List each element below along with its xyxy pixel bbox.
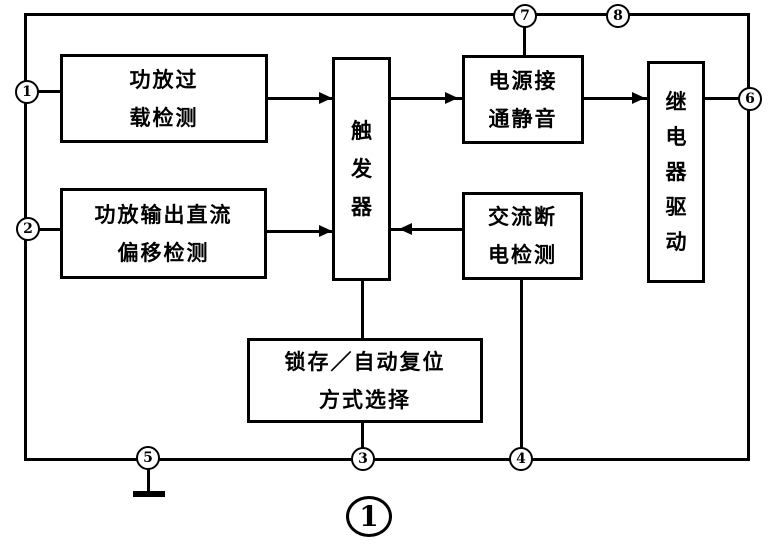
- pin-6: 6: [738, 87, 762, 111]
- wire-dc-offset-to-trigger: [267, 230, 332, 233]
- block-label-line: 动: [665, 229, 687, 254]
- pin-7: 7: [513, 4, 537, 28]
- wire-trigger-to-latch-select: [361, 279, 364, 340]
- arrowhead-from-ac-outage-icon: [399, 223, 412, 235]
- block-label-line: 电源接: [488, 68, 558, 93]
- arrowhead-into-trigger-lower-icon: [319, 225, 332, 237]
- block-label-line: 载检测: [129, 105, 199, 130]
- block-label-line: 继: [665, 89, 687, 114]
- block-relay-drive: 继 电 器 驱 动: [647, 61, 705, 283]
- block-label-line: 器: [351, 195, 372, 219]
- arrowhead-into-power-on-mute-icon: [445, 92, 458, 104]
- block-label-line: 器: [665, 159, 687, 184]
- block-label-line: 通静音: [488, 106, 558, 131]
- block-trigger: 触 发 器: [332, 57, 391, 281]
- block-label-line: 交流断: [488, 205, 557, 229]
- pin-2: 2: [16, 217, 40, 241]
- ground-stem: [147, 469, 150, 492]
- block-amp-overload-detect: 功放过 载检测: [60, 54, 268, 143]
- block-label-line: 锁存／自动复位: [284, 349, 446, 374]
- block-label-line: 偏移检测: [117, 240, 210, 265]
- block-label-line: 发: [351, 157, 372, 181]
- wire-trigger-to-power-on-mute: [391, 97, 462, 100]
- wire-ac-outage-to-trigger: [391, 228, 462, 231]
- pin-4: 4: [509, 447, 533, 471]
- block-label-line: 电: [665, 124, 687, 149]
- block-label-line: 电检测: [488, 243, 557, 267]
- block-label-line: 方式选择: [319, 387, 411, 412]
- pin-5: 5: [136, 446, 160, 470]
- wire-relay-drive-to-pin6: [705, 97, 740, 100]
- pin-8: 8: [606, 4, 630, 28]
- block-label-line: 驱: [665, 194, 687, 219]
- ground-icon: [133, 491, 165, 497]
- block-label-line: 触: [351, 119, 372, 143]
- arrowhead-into-trigger-upper-icon: [319, 92, 332, 104]
- wire-pin2-to-dc-offset: [38, 228, 61, 231]
- pin-1: 1: [15, 80, 39, 104]
- pin-3: 3: [351, 447, 375, 471]
- block-label-line: 功放输出直流: [94, 202, 233, 227]
- arrowhead-into-relay-drive-icon: [632, 92, 645, 104]
- wire-latch-select-to-pin3: [361, 421, 364, 449]
- wire-pin1-to-amp-overload: [38, 90, 61, 93]
- block-label-line: 功放过: [129, 67, 199, 92]
- block-dc-offset-detect: 功放输出直流 偏移检测: [60, 188, 267, 279]
- block-power-on-mute: 电源接 通静音: [462, 55, 584, 144]
- block-latch-auto-reset-select: 锁存／自动复位 方式选择: [247, 338, 483, 423]
- wire-amp-overload-to-trigger: [268, 97, 332, 100]
- wire-pin7-to-power-on-mute: [523, 27, 526, 56]
- wire-power-on-mute-to-relay-drive: [584, 97, 647, 100]
- wire-pin4-to-ac-outage: [520, 278, 523, 449]
- figure-number: 1: [346, 496, 392, 537]
- block-ac-outage-detect: 交流断 电检测: [462, 192, 583, 280]
